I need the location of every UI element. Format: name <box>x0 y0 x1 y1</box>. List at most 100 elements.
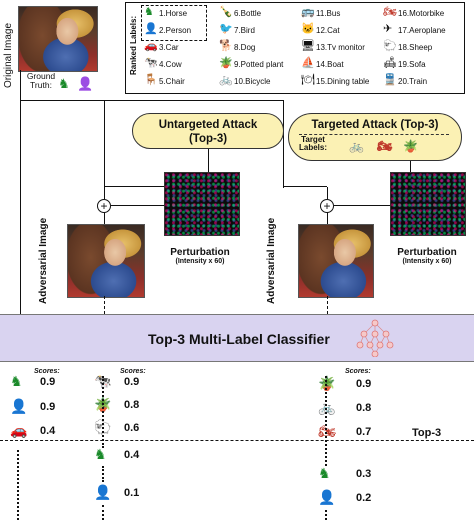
dining-table-icon: 🍽 <box>301 74 315 86</box>
connector <box>20 70 21 314</box>
ranked-label-text: 12.Cat <box>316 26 340 35</box>
score-value: 0.4 <box>40 425 56 437</box>
connector <box>283 186 327 187</box>
network-icon <box>356 319 394 357</box>
connector <box>104 186 164 187</box>
targeted-attack-box: Targeted Attack (Top-3) Target Labels: 🚲… <box>288 113 462 161</box>
horse-icon: ♞ <box>10 373 23 389</box>
car-icon: 🚗 <box>10 422 28 438</box>
target-divider <box>299 134 449 135</box>
ranked-label-text: 13.Tv monitor <box>316 43 365 52</box>
top3-label: Top-3 <box>412 427 442 439</box>
boat-icon: ⛵ <box>301 57 315 69</box>
ranked-label-text: 17.Aeroplane <box>398 26 446 35</box>
untargeted-attack-box: Untargeted Attack (Top-3) <box>132 113 284 149</box>
tv-monitor-icon: 🖥 <box>301 40 315 52</box>
continuation-dots <box>102 466 104 482</box>
train-icon: 🚆 <box>383 74 397 86</box>
bicycle-icon: 🚲 <box>219 74 233 86</box>
score-value: 0.9 <box>356 378 372 390</box>
aeroplane-icon: ✈ <box>383 23 393 35</box>
connector <box>327 212 328 224</box>
ranked-label-text: 3.Car <box>159 43 179 52</box>
cow-icon: 🐄 <box>144 57 158 69</box>
target-labels-text: Target Labels: <box>299 135 328 152</box>
score-value: 0.1 <box>124 487 140 499</box>
sofa-icon: 🛋 <box>383 57 397 69</box>
ranked-label-text: 11.Bus <box>316 9 341 18</box>
perturbation-targeted <box>390 172 466 236</box>
classifier-box: Top-3 Multi-Label Classifier <box>0 314 474 362</box>
bottle-icon: 🍾 <box>219 6 233 18</box>
continuation-dots <box>325 376 327 466</box>
ranked-label-text: 4.Cow <box>159 60 182 69</box>
potted-plant-icon: 🪴 <box>219 57 233 69</box>
horse-icon: ♞ <box>58 76 70 91</box>
motorbike-icon: 🏍 <box>377 139 393 153</box>
classifier-title: Top-3 Multi-Label Classifier <box>148 331 330 347</box>
bird-icon: 🐦 <box>219 23 233 35</box>
score-value: 0.9 <box>40 401 56 413</box>
dog-icon: 🐕 <box>219 40 233 52</box>
horse-icon: ♞ <box>144 6 154 18</box>
score-value: 0.9 <box>124 376 140 388</box>
connector <box>327 187 328 199</box>
car-icon: 🚗 <box>144 40 158 52</box>
score-value: 0.3 <box>356 468 372 480</box>
bus-icon: 🚌 <box>301 6 315 18</box>
score-value: 0.8 <box>124 399 140 411</box>
ranked-labels-box: Ranked Labels: ♞1.Horse👤2.Person🚗3.Car🐄4… <box>125 2 465 94</box>
sheep-icon: 🐑 <box>383 40 397 52</box>
connector <box>334 205 390 206</box>
ranked-label-text: 16.Motorbike <box>398 9 445 18</box>
person-icon: 👤 <box>77 76 94 91</box>
score-value: 0.2 <box>356 492 372 504</box>
connector <box>104 100 105 188</box>
ranked-label-text: 8.Dog <box>234 43 256 52</box>
ranked-label-text: 19.Sofa <box>398 60 426 69</box>
original-image <box>18 6 98 72</box>
add-node-untargeted: + <box>97 199 111 213</box>
continuation-dots <box>102 376 104 448</box>
person-icon: 👤 <box>144 23 158 35</box>
scores-header-targeted: Scores: <box>345 368 371 375</box>
connector <box>283 100 284 188</box>
perturbation-caption-right: Perturbation (Intensity x 60) <box>397 247 457 265</box>
person-icon: 👤 <box>10 398 28 414</box>
connector <box>104 296 105 314</box>
original-image-label: Original Image <box>3 22 14 88</box>
ranked-label-text: 2.Person <box>159 26 192 35</box>
perturbation-untargeted <box>164 172 240 236</box>
score-value: 0.9 <box>40 376 56 388</box>
ranked-label-text: 18.Sheep <box>398 43 433 52</box>
scores-header-original: Scores: <box>34 368 60 375</box>
person-icon: 👤 <box>94 484 112 500</box>
perturbation-caption-left: Perturbation (Intensity x 60) <box>170 247 230 265</box>
person-icon: 👤 <box>318 489 336 505</box>
potted-plant-icon: 🪴 <box>403 139 418 153</box>
connector <box>208 148 209 172</box>
score-value: 0.4 <box>124 449 140 461</box>
ranked-label-text: 20.Train <box>398 77 428 86</box>
connector <box>410 158 411 172</box>
ranked-label-text: 15.Dining table <box>316 77 370 86</box>
score-value: 0.7 <box>356 426 372 438</box>
ground-truth-label: Ground Truth: <box>26 71 56 90</box>
adversarial-image-targeted <box>298 224 374 298</box>
ranked-label-text: 5.Chair <box>159 77 185 86</box>
connector <box>111 205 164 206</box>
connector <box>327 296 328 314</box>
adversarial-image-label-left: Adversarial Image <box>38 217 49 304</box>
score-value: 0.6 <box>124 422 140 434</box>
connector <box>104 212 105 224</box>
ranked-label-text: 14.Boat <box>316 60 344 69</box>
continuation-dots <box>102 505 104 520</box>
horse-icon: ♞ <box>94 446 107 462</box>
ranked-label-text: 6.Bottle <box>234 9 262 18</box>
add-node-targeted: + <box>320 199 334 213</box>
continuation-dots <box>325 510 327 520</box>
cat-icon: 🐱 <box>301 23 315 35</box>
connector <box>104 187 105 199</box>
ranked-label-text: 7.Bird <box>234 26 255 35</box>
motorbike-icon: 🏍 <box>383 6 397 18</box>
